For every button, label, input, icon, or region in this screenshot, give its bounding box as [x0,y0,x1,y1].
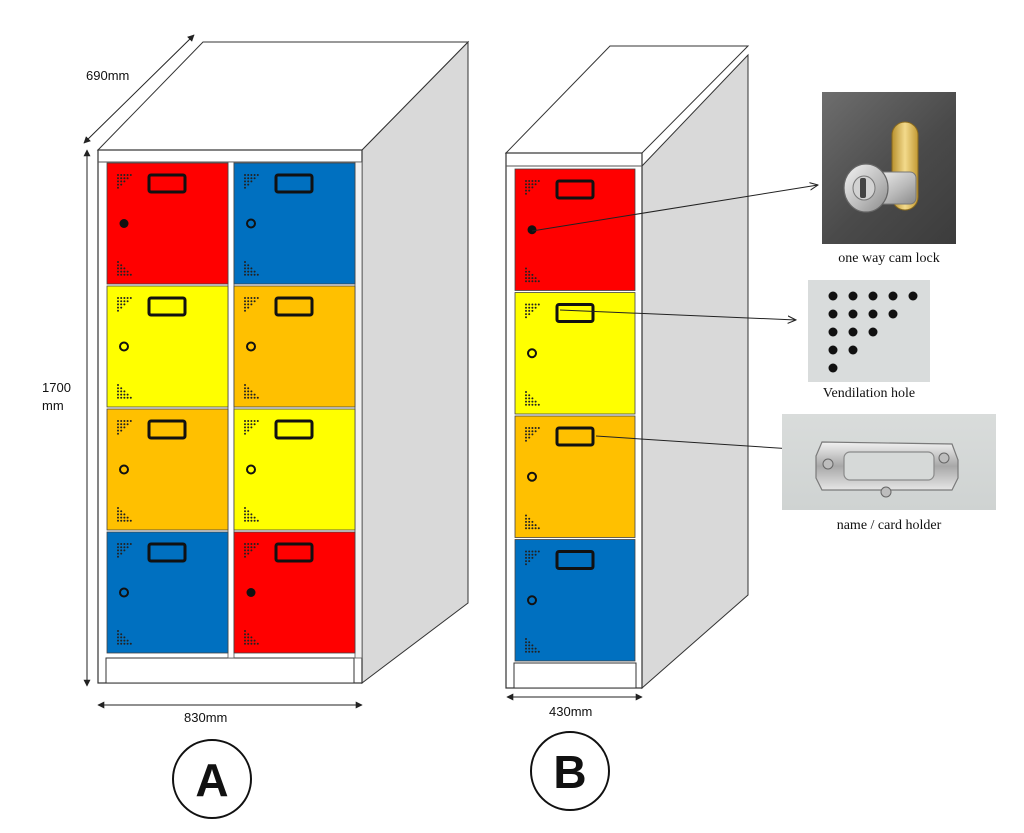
ventilation-holes-top [525,303,540,319]
height-unit-label: mm [42,398,64,413]
ventilation-holes-bottom [525,514,540,530]
ventilation-holes-top [244,420,259,435]
locker-a-doors [106,162,356,654]
cam-lock-icon [119,219,129,228]
ventilation-holes-top [525,550,540,566]
card-holder-icon [147,296,187,317]
card-holder-icon [555,179,595,200]
locker-b-side-panel [641,53,749,690]
ventilation-holes-bottom [244,261,259,276]
ventilation-holes-top [244,543,259,558]
ventilation-holes-bottom [525,638,540,653]
card-holder-icon [555,303,595,323]
locker-b [504,45,750,690]
cam-lock-icon [119,341,129,352]
cam-lock-icon [119,464,129,475]
locker-b-door-3 [514,415,636,538]
variant-label-b: B [530,731,610,811]
cam-lock-icon [527,348,537,359]
cam-lock-icon [527,471,537,482]
card-holder-icon [147,419,187,440]
lock-leader [531,185,818,232]
vent-leader [559,309,796,320]
ventilation-holes-top [117,297,132,312]
ventilation-holes-top [117,174,132,189]
ventilation-holes-top [244,297,259,312]
cam-lock-caption: one way cam lock [838,251,940,266]
ventilation-holes-bottom [117,630,132,645]
locker-a-door-right-2 [233,285,356,408]
locker-b-door-4 [514,539,636,662]
ventilation-holes-bottom [525,391,540,406]
cam-lock-icon [246,218,256,229]
locker-a-door-right-1 [233,162,356,285]
width-b-label: 430mm [549,704,592,719]
variant-label-a: A [172,739,252,819]
ventilation-holes-bottom [244,384,259,399]
ventilation-hole-caption: Vendilation hole [822,386,916,401]
cam-lock-icon [119,587,129,598]
locker-b-doors [514,168,636,662]
locker-a-door-right-4 [233,531,356,654]
ventilation-hole-photo [808,280,930,382]
card-holder-icon [147,173,187,194]
locker-b-door-1 [514,168,636,291]
locker-a-door-left-4 [106,531,229,654]
ventilation-holes-bottom [244,630,259,645]
locker-a-side-panel [361,40,469,685]
cam-lock-icon [527,225,537,235]
card-holder-icon [147,542,187,563]
variant-a-letter: A [195,754,228,806]
locker-a-door-left-2 [106,285,229,408]
cam-lock-photo [822,92,956,244]
cam-lock-icon [246,464,256,475]
card-holder-icon [274,173,314,194]
height-value-label: 1700 [42,380,71,395]
ventilation-holes-bottom [117,261,132,276]
variant-b-letter: B [553,746,586,798]
holder-leader [595,435,808,450]
ventilation-holes-bottom [525,267,540,283]
ventilation-holes-top [525,180,540,195]
locker-a-door-left-1 [106,162,229,285]
cam-lock-icon [246,341,256,352]
locker-a [96,40,470,685]
ventilation-holes-top [117,543,132,558]
depth-label: 690mm [86,68,129,83]
cam-lock-icon [246,588,256,597]
card-holder-icon [555,426,595,447]
card-holder-icon [555,550,595,570]
width-a-label: 830mm [184,710,227,725]
locker-a-door-left-3 [106,408,229,531]
ventilation-holes-bottom [117,384,132,399]
ventilation-holes-top [117,420,132,435]
ventilation-holes-bottom [117,507,132,522]
callout-leaders [531,185,818,450]
ventilation-holes-top [525,427,540,442]
dimension-lines: 690mm 1700 mm 830mm 430mm [42,34,643,725]
card-holder-caption: name / card holder [836,518,942,533]
locker-a-door-right-3 [233,408,356,531]
card-holder-icon [274,419,314,440]
depth-arrow [83,34,195,144]
ventilation-holes-top [244,174,259,189]
ventilation-holes-bottom [244,507,259,522]
cam-lock-icon [527,595,537,606]
card-holder-icon [274,542,314,563]
card-holder-icon [274,296,314,317]
card-holder-photo [782,414,996,510]
